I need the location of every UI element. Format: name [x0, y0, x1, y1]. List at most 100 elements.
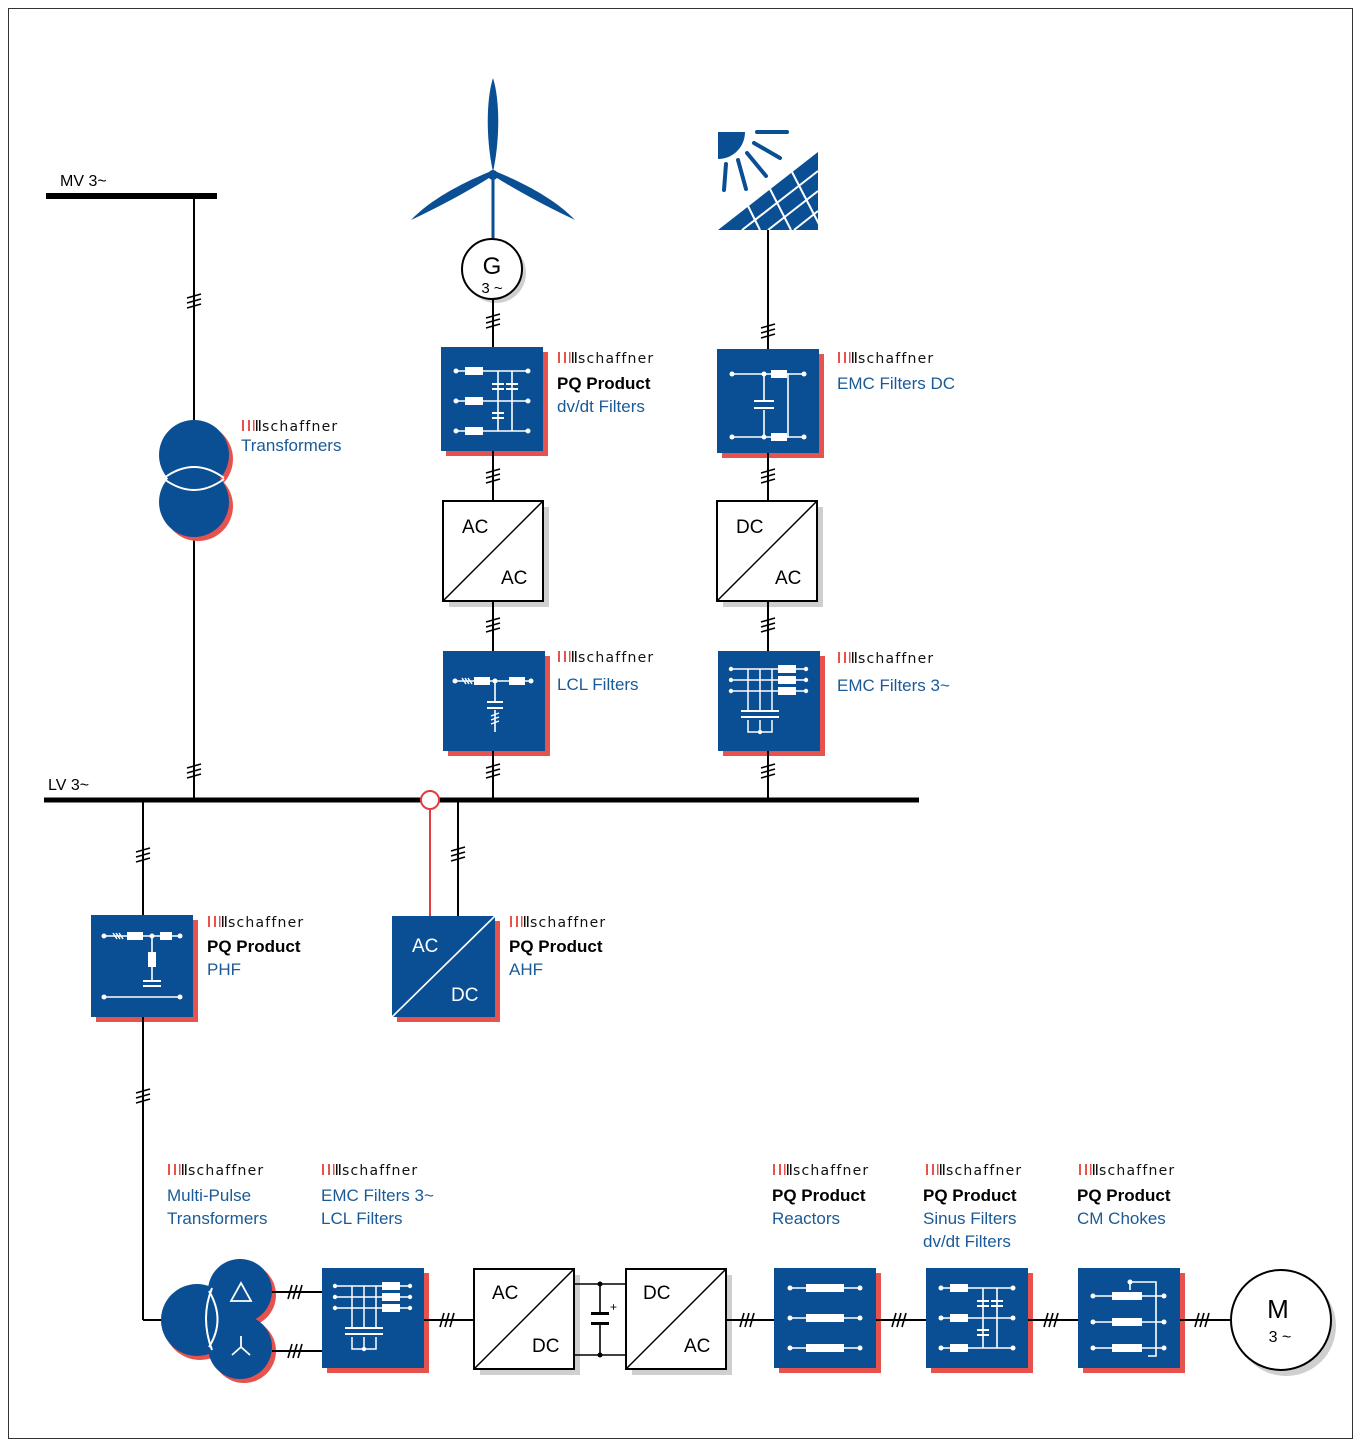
- sinus-filter-block: [926, 1268, 1033, 1373]
- schaffner-logo: schaffner: [558, 650, 654, 666]
- product-label-sinus-2: dv/dt Filters: [923, 1232, 1011, 1251]
- schaffner-logo: schaffner: [838, 351, 934, 367]
- three-phase-tick-icon: [287, 1284, 303, 1300]
- generator-phase: 3 ~: [481, 280, 503, 297]
- ac-dc-rectifier: AC DC: [473, 1268, 580, 1375]
- product-label-phf: PHF: [207, 960, 241, 979]
- mv-bus-label: MV 3~: [60, 173, 107, 190]
- frame: [8, 8, 1353, 1439]
- three-phase-tick-icon: [1194, 1312, 1210, 1328]
- schaffner-logo: schaffner: [1079, 1163, 1175, 1179]
- ahf-block: AC DC: [391, 915, 500, 1022]
- product-label-transformers: Transformers: [241, 436, 341, 455]
- converter-input-label: DC: [736, 517, 763, 538]
- lcl-filter-block: [443, 651, 550, 756]
- product-label-emc-3: EMC Filters 3~: [837, 676, 950, 695]
- three-phase-tick-icon: [135, 1088, 151, 1104]
- converter-input-label: AC: [462, 517, 488, 538]
- svg-text:schaffner: schaffner: [228, 915, 304, 931]
- product-heading-cm: PQ Product: [1077, 1186, 1171, 1205]
- ac-ac-converter: AC AC: [442, 500, 549, 607]
- schaffner-logo: schaffner: [510, 915, 606, 931]
- three-phase-tick-icon: [891, 1312, 907, 1328]
- product-heading-sinus: PQ Product: [923, 1186, 1017, 1205]
- product-label-emc-lcl-2: LCL Filters: [321, 1209, 403, 1228]
- motor-symbol: M 3 ~: [1230, 1269, 1336, 1376]
- three-phase-tick-icon: [760, 323, 776, 339]
- motor-letter: M: [1267, 1294, 1289, 1324]
- svg-text:schaffner: schaffner: [858, 651, 934, 667]
- svg-text:schaffner: schaffner: [188, 1163, 264, 1179]
- product-label-sinus-1: Sinus Filters: [923, 1209, 1017, 1228]
- converter-output-label: AC: [775, 568, 801, 589]
- schaffner-logo: schaffner: [926, 1163, 1022, 1179]
- three-phase-tick-icon: [739, 1312, 755, 1328]
- product-label-dvdt: dv/dt Filters: [557, 397, 645, 416]
- three-phase-tick-icon: [1043, 1312, 1059, 1328]
- svg-text:+: +: [610, 1300, 617, 1314]
- wind-turbine-icon: [411, 78, 575, 243]
- product-label-emc-dc: EMC Filters DC: [837, 374, 955, 393]
- three-phase-tick-icon: [186, 763, 202, 779]
- emc-lcl-filter-block: [322, 1268, 429, 1373]
- three-phase-tick-icon: [186, 293, 202, 309]
- product-heading-dvdt: PQ Product: [557, 374, 651, 393]
- three-phase-tick-icon: [760, 763, 776, 779]
- schaffner-logo: schaffner: [322, 1163, 418, 1179]
- generator-letter: G: [483, 253, 502, 280]
- generator-symbol: G 3 ~: [461, 238, 526, 303]
- svg-text:schaffner: schaffner: [578, 351, 654, 367]
- lv-bus-label: LV 3~: [48, 777, 89, 794]
- converter-output-label: AC: [684, 1336, 710, 1357]
- product-label-lcl: LCL Filters: [557, 675, 639, 694]
- three-phase-tick-icon: [450, 846, 466, 862]
- converter-output-label: DC: [451, 985, 478, 1006]
- schaffner-logo: schaffner: [558, 351, 654, 367]
- svg-text:schaffner: schaffner: [342, 1163, 418, 1179]
- svg-text:schaffner: schaffner: [793, 1163, 869, 1179]
- schaffner-logo: schaffner: [242, 419, 338, 435]
- schaffner-logo: schaffner: [773, 1163, 869, 1179]
- svg-text:schaffner: schaffner: [858, 351, 934, 367]
- product-label-multipulse-1: Multi-Pulse: [167, 1186, 251, 1205]
- three-phase-tick-icon: [135, 847, 151, 863]
- three-phase-tick-icon: [439, 1312, 455, 1328]
- svg-text:schaffner: schaffner: [262, 419, 338, 435]
- dvdt-filter-block: [441, 347, 548, 456]
- converter-input-label: AC: [492, 1283, 518, 1304]
- converter-output-label: AC: [501, 568, 527, 589]
- dc-ac-converter: DC AC: [716, 500, 823, 607]
- converter-input-label: AC: [412, 936, 438, 957]
- motor-phase: 3 ~: [1269, 1329, 1292, 1346]
- three-phase-tick-icon: [760, 468, 776, 484]
- svg-text:schaffner: schaffner: [578, 650, 654, 666]
- emc-dc-filter-block: [717, 349, 824, 458]
- product-label-multipulse-2: Transformers: [167, 1209, 267, 1228]
- three-phase-tick-icon: [287, 1343, 303, 1359]
- converter-output-label: DC: [532, 1336, 559, 1357]
- transformer-icon: [159, 420, 233, 541]
- three-phase-tick-icon: [485, 617, 501, 633]
- dc-ac-inverter: DC AC: [625, 1268, 732, 1375]
- schaffner-logo: schaffner: [208, 915, 304, 931]
- product-heading-ahf: PQ Product: [509, 937, 603, 956]
- svg-text:schaffner: schaffner: [946, 1163, 1022, 1179]
- svg-text:schaffner: schaffner: [1099, 1163, 1175, 1179]
- reactors-block: [774, 1268, 881, 1373]
- svg-text:schaffner: schaffner: [530, 915, 606, 931]
- product-label-emc-lcl-1: EMC Filters 3~: [321, 1186, 434, 1205]
- product-heading-reactors: PQ Product: [772, 1186, 866, 1205]
- three-phase-tick-icon: [485, 468, 501, 484]
- product-label-ahf: AHF: [509, 960, 543, 979]
- schaffner-logo: schaffner: [838, 651, 934, 667]
- three-phase-tick-icon: [485, 313, 501, 329]
- product-heading-phf: PQ Product: [207, 937, 301, 956]
- solar-panel-icon: [718, 130, 822, 231]
- product-label-reactors: Reactors: [772, 1209, 840, 1228]
- current-sensor-icon: [420, 790, 440, 810]
- emc-3phase-filter-block: [718, 651, 825, 756]
- multipulse-transformer-icon: [161, 1259, 276, 1383]
- phf-filter-block: [91, 915, 198, 1022]
- product-label-cm: CM Chokes: [1077, 1209, 1166, 1228]
